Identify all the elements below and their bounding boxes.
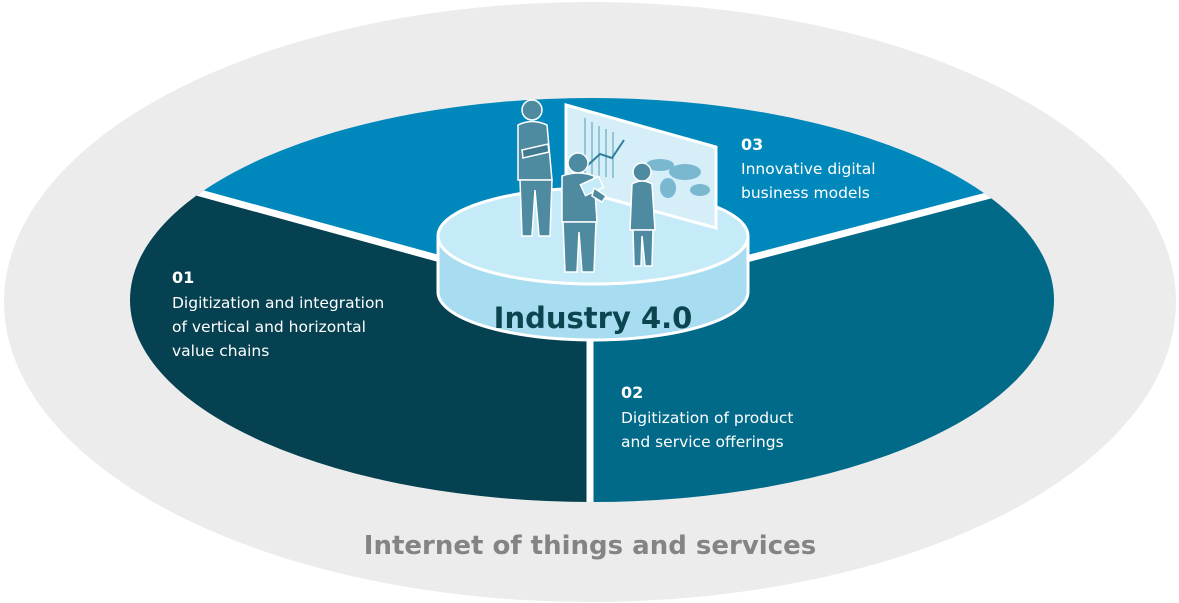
segment-03-line-2: business models <box>741 184 870 202</box>
segment-02-line-1: Digitization of product <box>621 409 794 427</box>
segment-01-number: 01 <box>172 268 194 287</box>
outer-ring-label: Internet of things and services <box>364 531 816 561</box>
segment-03-line-1: Innovative digital <box>741 160 876 178</box>
woman-icon <box>629 162 656 267</box>
segment-01-line-1: Digitization and integration <box>172 294 384 312</box>
center-label: Industry 4.0 <box>494 301 693 335</box>
segment-01-line-3: value chains <box>172 342 269 360</box>
segment-02-line-2: and service offerings <box>621 433 784 451</box>
worker-with-tablet-icon <box>561 152 608 273</box>
standing-man-icon <box>517 99 553 237</box>
segment-01-line-2: of vertical and horizontal <box>172 318 366 336</box>
segment-03-number: 03 <box>741 135 763 154</box>
segment-02-number: 02 <box>621 383 643 402</box>
